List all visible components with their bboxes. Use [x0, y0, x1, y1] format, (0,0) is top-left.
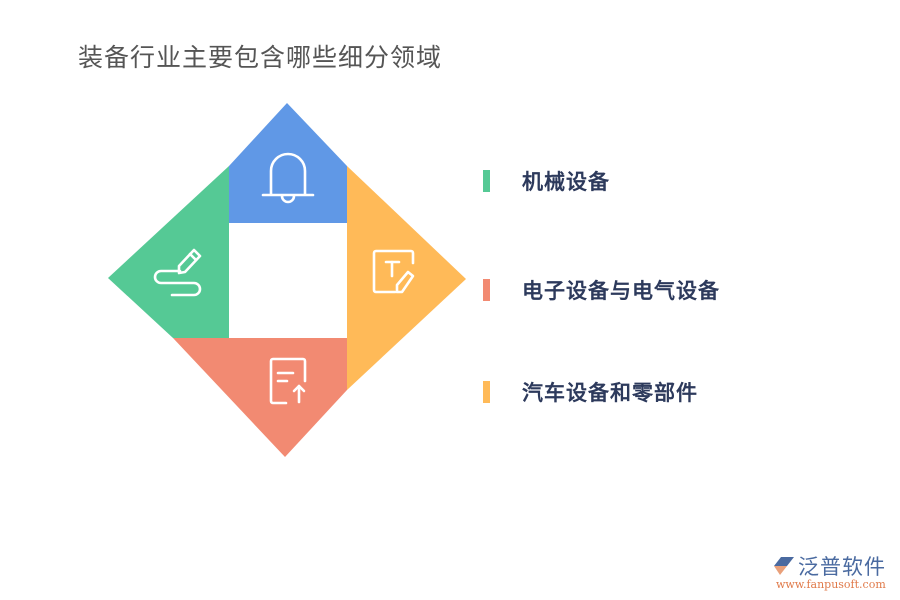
- legend-item-mechanical: 机械设备: [483, 166, 610, 196]
- segment-bottom: [173, 338, 347, 457]
- legend-label: 机械设备: [522, 169, 610, 194]
- legend-label: 电子设备与电气设备: [522, 278, 720, 303]
- logo-name: 泛普软件: [798, 555, 886, 579]
- legend-item-automotive: 汽车设备和零部件: [483, 377, 698, 407]
- segment-left: [108, 166, 229, 338]
- segment-top: [229, 103, 347, 223]
- text-edit-icon: [372, 249, 415, 294]
- legend-item-electronic: 电子设备与电气设备: [483, 275, 720, 305]
- bell-icon: [261, 152, 315, 204]
- brand-logo: 泛普软件 www.fanpusoft.com: [770, 553, 895, 595]
- document-upload-icon: [269, 357, 307, 405]
- logo-mark-icon: [774, 557, 794, 575]
- center-square: [229, 223, 347, 338]
- segment-right: [347, 166, 466, 390]
- legend-color-green: [483, 170, 490, 192]
- legend-label: 汽车设备和零部件: [522, 380, 698, 405]
- legend-color-orange: [483, 381, 490, 403]
- page-title: 装备行业主要包含哪些细分领域: [78, 43, 443, 72]
- legend-color-salmon: [483, 279, 490, 301]
- pen-scribble-icon: [153, 248, 202, 297]
- logo-url: www.fanpusoft.com: [776, 578, 886, 591]
